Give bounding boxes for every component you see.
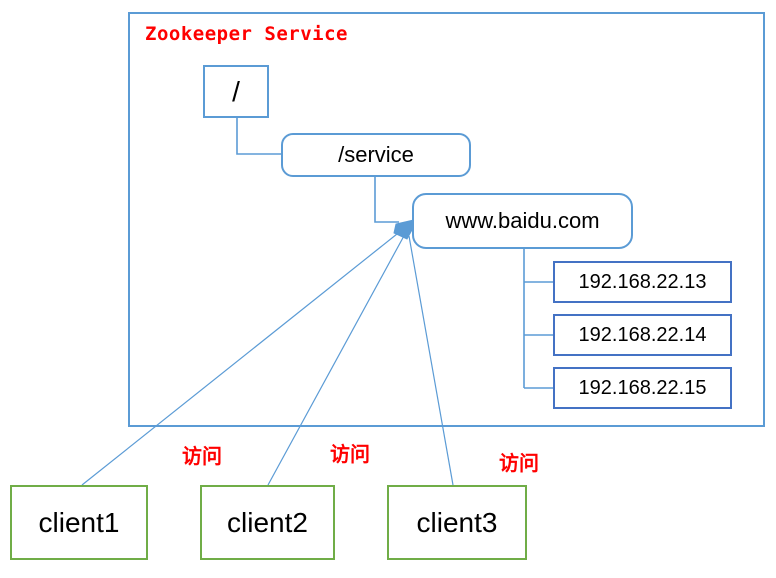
znode-root: / <box>203 65 269 118</box>
znode-service-label: /service <box>338 142 414 167</box>
client3-box: client3 <box>387 485 527 560</box>
client1-box: client1 <box>10 485 148 560</box>
client2-box: client2 <box>200 485 335 560</box>
access-label-3: 访问 <box>499 453 539 475</box>
ip-node-2: 192.168.22.14 <box>553 314 732 356</box>
ip-node-3-label: 192.168.22.15 <box>578 376 707 399</box>
ip-node-2-label: 192.168.22.14 <box>578 323 707 346</box>
ip-node-3: 192.168.22.15 <box>553 367 732 409</box>
ip-node-1-label: 192.168.22.13 <box>578 270 707 293</box>
diagram-title: Zookeeper Service <box>145 23 348 45</box>
access-label-2: 访问 <box>330 444 370 466</box>
znode-root-label: / <box>232 75 240 107</box>
client3-label: client3 <box>416 506 498 538</box>
client2-label: client2 <box>227 506 308 538</box>
access-label-1: 访问 <box>182 446 222 468</box>
ip-node-1: 192.168.22.13 <box>553 261 732 303</box>
zookeeper-service-frame <box>128 12 765 427</box>
znode-service: /service <box>281 133 471 177</box>
znode-domain: www.baidu.com <box>412 193 633 249</box>
client1-label: client1 <box>38 506 120 538</box>
znode-domain-label: www.baidu.com <box>445 208 600 233</box>
